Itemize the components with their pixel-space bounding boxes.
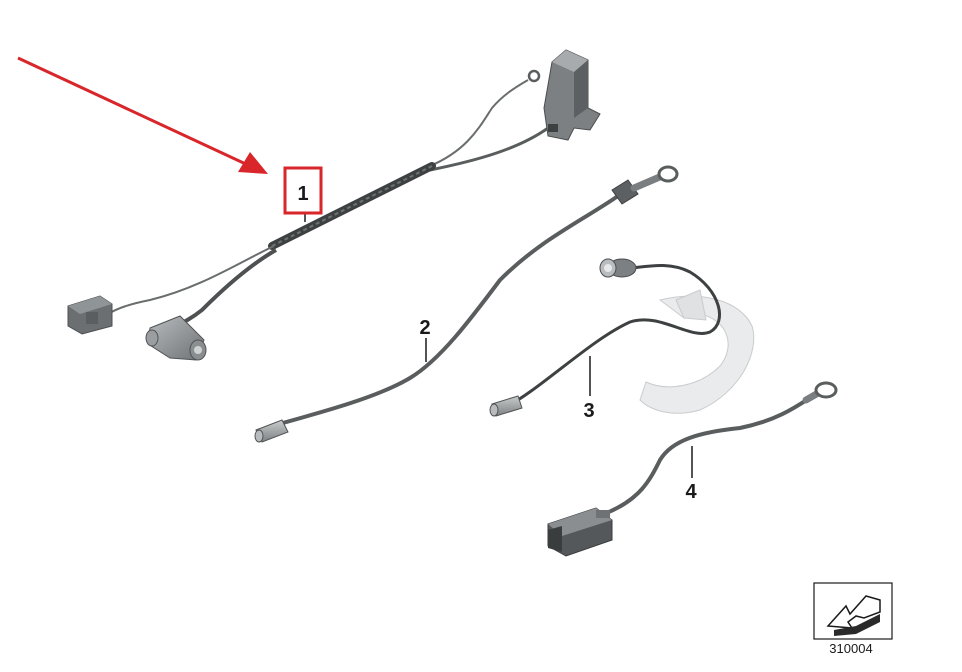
ring-terminal bbox=[802, 381, 838, 404]
cable-end-sleeve bbox=[254, 419, 289, 443]
callout-1: 1 bbox=[283, 166, 323, 222]
part-4-connector-cable bbox=[547, 381, 838, 557]
cable-holder bbox=[543, 49, 601, 141]
callout-3: 3 bbox=[583, 356, 595, 422]
arrow-icon bbox=[826, 595, 881, 636]
box-connector bbox=[67, 295, 113, 335]
diagram-reference: 310004 bbox=[813, 582, 893, 656]
part-3-ghost-bracket bbox=[639, 289, 755, 414]
part-1-wiring-harness bbox=[67, 49, 601, 361]
multi-pin-connector bbox=[547, 507, 613, 557]
callout-4-label: 4 bbox=[685, 481, 697, 503]
part-2-ground-cable bbox=[254, 165, 679, 443]
diagram-number: 310004 bbox=[829, 641, 872, 656]
callout-1-label: 1 bbox=[297, 183, 308, 205]
ring-terminal bbox=[611, 165, 679, 205]
callout-3-label: 3 bbox=[583, 400, 594, 422]
cable-end-sleeve bbox=[489, 395, 523, 417]
callout-4: 4 bbox=[685, 446, 697, 503]
highlight-box bbox=[283, 166, 323, 215]
callout-2-label: 2 bbox=[419, 317, 430, 339]
sensor-plug bbox=[145, 315, 207, 361]
round-sensor bbox=[599, 258, 637, 278]
part-3-sensor-cable bbox=[489, 258, 721, 417]
pointer-arrow bbox=[17, 56, 268, 174]
callout-2: 2 bbox=[419, 317, 431, 362]
